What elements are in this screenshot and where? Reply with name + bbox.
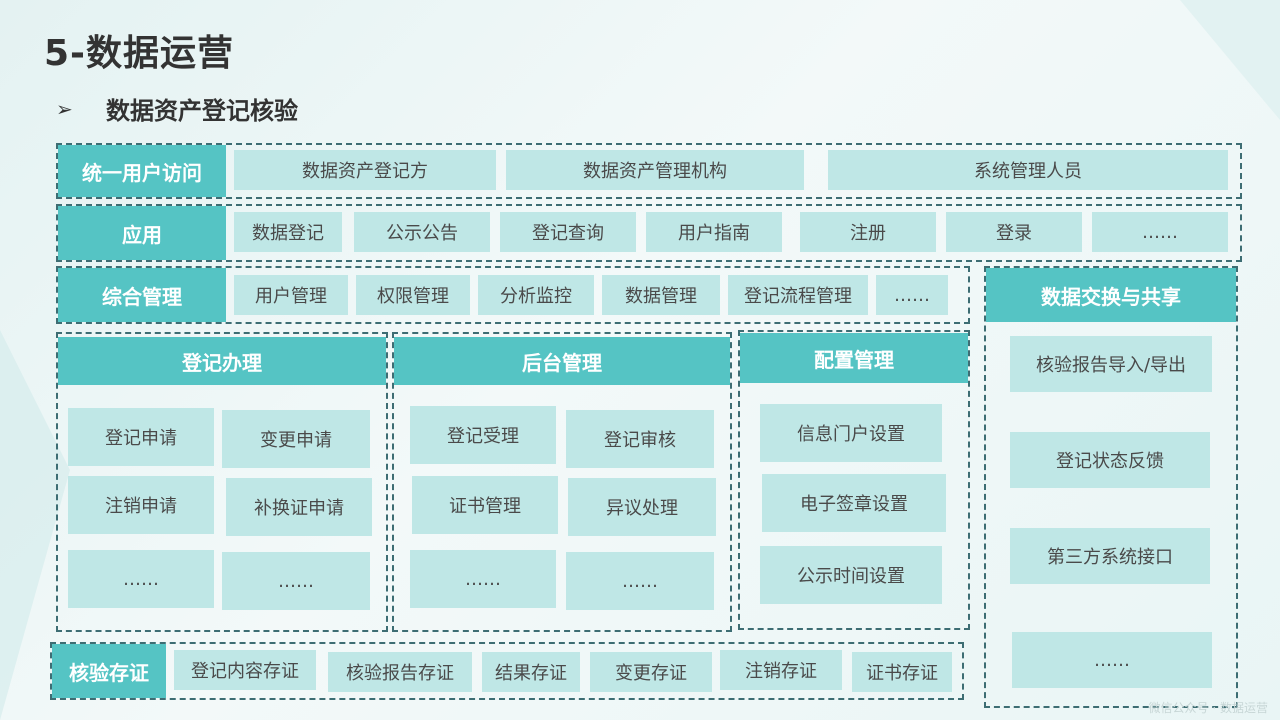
verification-item: 登记内容存证 — [174, 650, 316, 690]
application-item: 登录 — [946, 212, 1082, 252]
exchange-item: 登记状态反馈 — [1010, 432, 1210, 488]
integrated-mgmt-item: 分析监控 — [478, 275, 594, 315]
registration-item: 变更申请 — [222, 410, 370, 468]
section-subtitle: ➢ 数据资产登记核验 — [56, 91, 298, 126]
registration-header: 登记办理 — [58, 337, 386, 385]
registration-item: 补换证申请 — [226, 478, 372, 536]
application-item: …… — [1092, 212, 1228, 252]
registration-item: 登记申请 — [68, 408, 214, 466]
application-item: 登记查询 — [500, 212, 636, 252]
watermark-text: 微信公众号 · 数据运营 — [1148, 701, 1268, 715]
backend-header: 后台管理 — [394, 337, 730, 385]
exchange-item: 第三方系统接口 — [1010, 528, 1210, 584]
verification-item: 证书存证 — [852, 652, 952, 692]
unified-access-item: 系统管理人员 — [828, 150, 1228, 190]
integrated-mgmt-item: 登记流程管理 — [728, 275, 868, 315]
application-item: 公示公告 — [354, 212, 490, 252]
integrated-mgmt-item: 数据管理 — [602, 275, 720, 315]
config-group — [738, 330, 970, 630]
verification-group — [50, 642, 964, 700]
registration-item: 注销申请 — [68, 476, 214, 534]
backend-item: 登记受理 — [410, 406, 556, 464]
integrated-mgmt-item: …… — [876, 275, 948, 315]
verification-item: 变更存证 — [590, 652, 712, 692]
registration-item: …… — [222, 552, 370, 610]
verification-header: 核验存证 — [52, 644, 166, 698]
unified-access-item: 数据资产登记方 — [234, 150, 496, 190]
unified-access-item: 数据资产管理机构 — [506, 150, 804, 190]
backend-item: 证书管理 — [412, 476, 558, 534]
backend-item: 异议处理 — [568, 478, 716, 536]
subtitle-text: 数据资产登记核验 — [106, 97, 298, 125]
config-item: 公示时间设置 — [760, 546, 942, 604]
config-header: 配置管理 — [740, 333, 968, 383]
application-item: 注册 — [800, 212, 936, 252]
application-item: 数据登记 — [234, 212, 342, 252]
verification-item: 结果存证 — [482, 652, 580, 692]
registration-group — [56, 332, 388, 632]
config-item: 电子签章设置 — [762, 474, 946, 532]
integrated-mgmt-item: 用户管理 — [234, 275, 348, 315]
verification-item: 注销存证 — [720, 650, 842, 690]
unified-access-group — [56, 143, 1242, 199]
application-item: 用户指南 — [646, 212, 782, 252]
arrow-bullet-icon: ➢ — [56, 96, 73, 121]
integrated-mgmt-header: 综合管理 — [58, 268, 226, 322]
integrated-mgmt-item: 权限管理 — [356, 275, 470, 315]
exchange-item: 核验报告导入/导出 — [1010, 336, 1212, 392]
application-header: 应用 — [58, 206, 226, 260]
exchange-item: …… — [1012, 632, 1212, 688]
page-title: 5-数据运营 — [44, 33, 234, 74]
backend-item: 登记审核 — [566, 410, 714, 468]
verification-item: 核验报告存证 — [328, 652, 472, 692]
backend-item: …… — [566, 552, 714, 610]
registration-item: …… — [68, 550, 214, 608]
backend-item: …… — [410, 550, 556, 608]
config-item: 信息门户设置 — [760, 404, 942, 462]
exchange-header: 数据交换与共享 — [986, 268, 1236, 322]
backend-group — [392, 332, 732, 632]
unified-access-header: 统一用户访问 — [58, 145, 226, 197]
application-group — [56, 204, 1242, 262]
exchange-group — [984, 266, 1238, 708]
integrated-mgmt-group — [56, 266, 970, 324]
